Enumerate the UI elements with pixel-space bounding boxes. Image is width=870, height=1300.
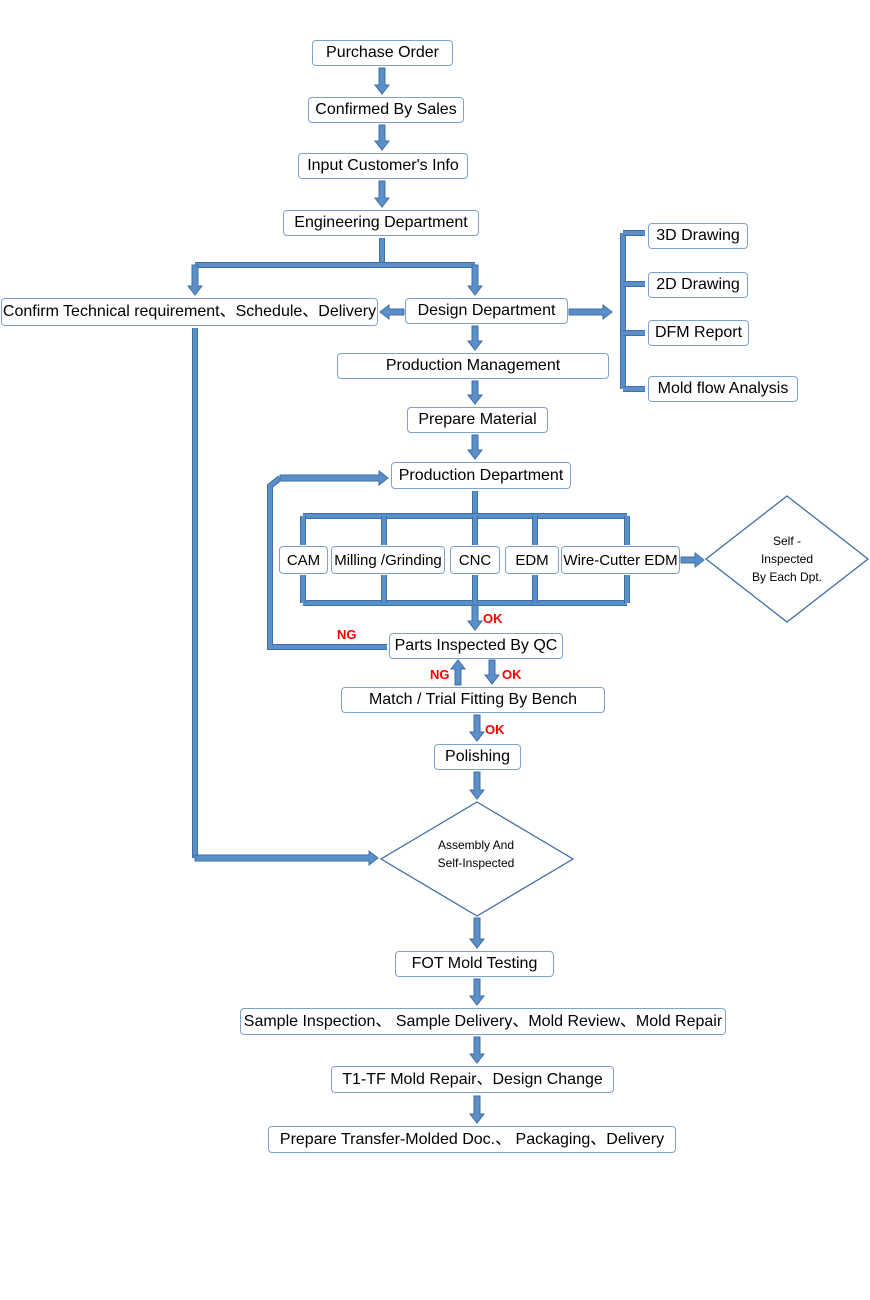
prepare-material-box: Prepare Material [407,407,548,433]
arrow-fitting-to-polishing [468,714,486,742]
self-inspected-line-2: Inspected [760,552,814,566]
arrow-fot-to-sample [468,978,486,1006]
assembly-label: Assembly And Self-Inspected [416,836,536,872]
arrow-confirm-to-assembly [194,849,379,867]
self-inspected-line-3: By Each Dpt. [751,570,823,584]
fot-mold-testing-box: FOT Mold Testing [395,951,554,977]
ok-tag-after-machining: OK [483,611,503,626]
arrow-to-design-department [466,264,484,296]
edm-box: EDM [505,546,559,574]
line-ng-loop [268,476,387,649]
arrow-ng-loop-to-production [279,469,389,487]
arrow-design-to-production-mgmt [466,325,484,351]
arrow-material-to-production [466,434,484,460]
production-department-box: Production Department [391,462,571,489]
arrow-assembly-to-fot [468,917,486,949]
purchase-order-box: Purchase Order [312,40,453,66]
ng-tag-fitting: NG [430,667,450,682]
cnc-box: CNC [450,546,500,574]
confirm-technical-box: Confirm Technical requirement、Schedule、D… [1,298,378,326]
ng-tag-loop-back: NG [337,627,357,642]
self-inspected-diamond [704,495,870,623]
assembly-line-2: Self-Inspected [437,856,515,870]
polishing-box: Polishing [434,744,521,770]
cam-box: CAM [279,546,328,574]
milling-grinding-box: Milling /Grinding [331,546,445,574]
self-inspected-line-1: Self - [772,534,801,548]
ok-tag-fitting: OK [502,667,522,682]
arrow-t1-to-transfer [468,1095,486,1124]
confirmed-by-sales-box: Confirmed By Sales [308,97,464,123]
engineering-department-box: Engineering Department [283,210,479,236]
production-management-box: Production Management [337,353,609,379]
3d-drawing-box: 3D Drawing [648,223,748,249]
assembly-line-1: Assembly And [437,838,515,852]
input-customer-info-box: Input Customer's Info [298,153,468,179]
arrow-purchase-to-sales [373,67,391,95]
design-department-box: Design Department [405,298,568,324]
prepare-transfer-box: Prepare Transfer-Molded Doc.、 Packaging、… [268,1126,676,1153]
mold-flow-analysis-box: Mold flow Analysis [648,376,798,402]
sample-inspection-box: Sample Inspection、 Sample Delivery、Mold … [240,1008,726,1035]
self-inspected-label: Self - Inspected By Each Dpt. [737,532,837,586]
arrow-input-to-engineering [373,180,391,208]
t1-tf-mold-repair-box: T1-TF Mold Repair、Design Change [331,1066,614,1093]
arrow-to-self-inspected [680,551,705,569]
dfm-report-box: DFM Report [648,320,749,346]
ok-tag-polishing: OK [485,722,505,737]
assembly-diamond [379,801,575,917]
arrow-to-qc [466,604,484,631]
arrow-design-to-bracket [568,303,613,321]
arrow-polishing-to-assembly [468,771,486,800]
arrow-to-confirm-technical [186,264,204,296]
parts-inspected-by-qc-box: Parts Inspected By QC [389,633,563,659]
match-trial-fitting-box: Match / Trial Fitting By Bench [341,687,605,713]
wire-cutter-edm-box: Wire-Cutter EDM [561,546,680,574]
arrow-design-to-confirm [379,303,405,321]
2d-drawing-box: 2D Drawing [648,272,748,298]
arrow-mgmt-to-material [466,380,484,405]
arrow-fitting-ng-up [449,659,467,686]
arrow-qc-ok-down [483,659,501,685]
connector-group [186,67,705,1124]
arrow-sales-to-input [373,124,391,151]
arrow-sample-to-t1 [468,1036,486,1064]
